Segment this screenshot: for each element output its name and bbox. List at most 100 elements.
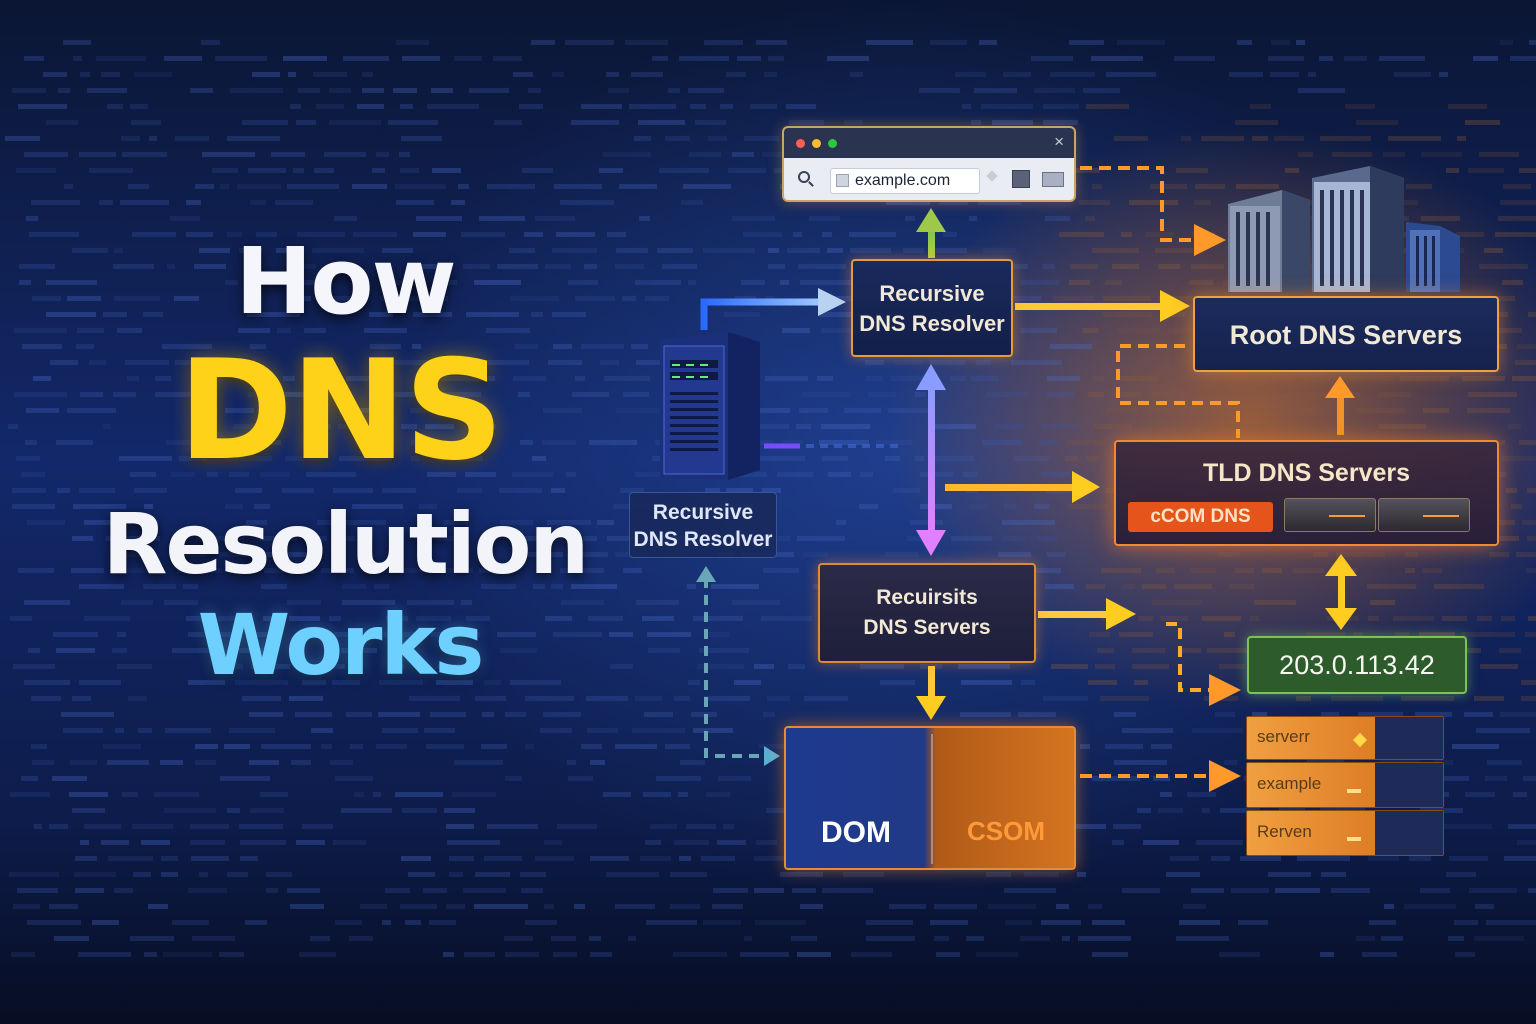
code-dash: [1422, 568, 1442, 573]
maximize-dot[interactable]: [828, 139, 837, 148]
code-dash: [590, 952, 612, 957]
code-dash: [850, 72, 863, 77]
code-dash: [1218, 552, 1240, 557]
code-dash: [1020, 280, 1059, 285]
bookmark-icon[interactable]: [1012, 170, 1030, 188]
code-dash: [394, 392, 430, 397]
code-dash: [919, 88, 960, 93]
code-dash: [1443, 824, 1492, 829]
code-dash: [1500, 40, 1513, 45]
arrow-head-up-teal: [696, 566, 716, 582]
code-dash: [172, 920, 209, 925]
code-dash: [416, 216, 462, 221]
mail-icon[interactable]: [1042, 172, 1064, 187]
code-dash: [227, 872, 248, 877]
title-resolution: Resolution: [102, 495, 589, 593]
code-dash: [851, 952, 892, 957]
code-dash: [616, 408, 665, 413]
code-dash: [1011, 360, 1062, 365]
code-dash: [532, 456, 546, 461]
code-dash: [1051, 664, 1088, 669]
code-dash: [1296, 40, 1305, 45]
code-dash: [1321, 872, 1346, 877]
code-dash: [732, 152, 754, 157]
reload-icon[interactable]: [986, 170, 998, 182]
node-label-line1: Recuirsits: [876, 586, 978, 609]
arrow-head-right-teal: [764, 746, 780, 766]
code-dash: [130, 472, 156, 477]
code-dash: [1503, 184, 1531, 189]
code-dash: [8, 424, 18, 429]
node-label-line1: Recursive: [879, 281, 985, 306]
code-dash: [597, 520, 614, 525]
code-dash: [1271, 40, 1290, 45]
node-label: TLD DNS Servers: [1202, 459, 1411, 487]
close-dot[interactable]: [796, 139, 805, 148]
browser-window: × example.com: [782, 126, 1076, 202]
code-dash: [802, 392, 851, 397]
code-dash: [16, 456, 40, 461]
code-dash: [32, 760, 54, 765]
stack-led: [1347, 837, 1361, 841]
code-dash: [724, 312, 760, 317]
tld-dns-servers-node[interactable]: TLD DNS Servers cCOM DNS: [1114, 440, 1499, 546]
code-dash: [373, 792, 381, 797]
code-dash: [565, 40, 614, 45]
code-dash: [665, 744, 690, 749]
code-dash: [515, 344, 538, 349]
close-icon[interactable]: ×: [1054, 132, 1064, 151]
code-dash: [1036, 568, 1061, 573]
code-dash: [821, 328, 874, 333]
code-dash: [1012, 264, 1028, 269]
code-dash: [767, 696, 790, 701]
code-dash: [13, 904, 40, 909]
code-dash: [1409, 856, 1431, 861]
code-dash: [934, 424, 976, 429]
code-dash: [570, 552, 608, 557]
recursive-dns-servers-node[interactable]: Recuirsits DNS Servers: [818, 563, 1036, 663]
code-dash: [32, 296, 61, 301]
code-dash: [521, 552, 563, 557]
code-dash: [1423, 408, 1449, 413]
code-dash: [552, 248, 597, 253]
minimize-dot[interactable]: [812, 139, 821, 148]
csom-label: CSOM: [967, 816, 1045, 846]
code-dash: [809, 216, 840, 221]
code-dash: [26, 216, 38, 221]
code-dash: [78, 952, 131, 957]
code-dash: [484, 680, 501, 685]
dom-csom-panel[interactable]: DOM CSOM: [784, 726, 1076, 870]
code-dash: [615, 904, 655, 909]
code-dash: [271, 408, 286, 413]
code-dash: [1102, 312, 1152, 317]
code-dash: [859, 504, 878, 509]
recursive-resolver-node[interactable]: Recursive DNS Resolver: [851, 259, 1013, 357]
code-dash: [1274, 136, 1304, 141]
code-dash: [199, 872, 208, 877]
code-dash: [986, 392, 1028, 397]
code-dash: [1344, 56, 1367, 61]
code-dash: [401, 136, 442, 141]
code-dash: [46, 280, 97, 285]
code-dash: [543, 408, 582, 413]
code-dash: [1252, 712, 1267, 717]
code-dash: [789, 120, 824, 125]
url-field[interactable]: example.com: [830, 168, 980, 194]
code-dash: [791, 936, 817, 941]
code-dash: [494, 120, 522, 125]
code-dash: [600, 360, 619, 365]
root-dns-servers-node[interactable]: Root DNS Servers: [1193, 296, 1499, 372]
code-dash: [362, 72, 373, 77]
code-dash: [1041, 920, 1081, 925]
code-dash: [161, 856, 178, 861]
browser-search-icon[interactable]: [798, 171, 810, 183]
code-dash: [711, 584, 759, 589]
code-dash: [1191, 888, 1224, 893]
code-dash: [259, 536, 297, 541]
code-dash: [521, 888, 543, 893]
code-dash: [1280, 424, 1307, 429]
code-dash: [571, 584, 617, 589]
code-dash: [357, 104, 384, 109]
